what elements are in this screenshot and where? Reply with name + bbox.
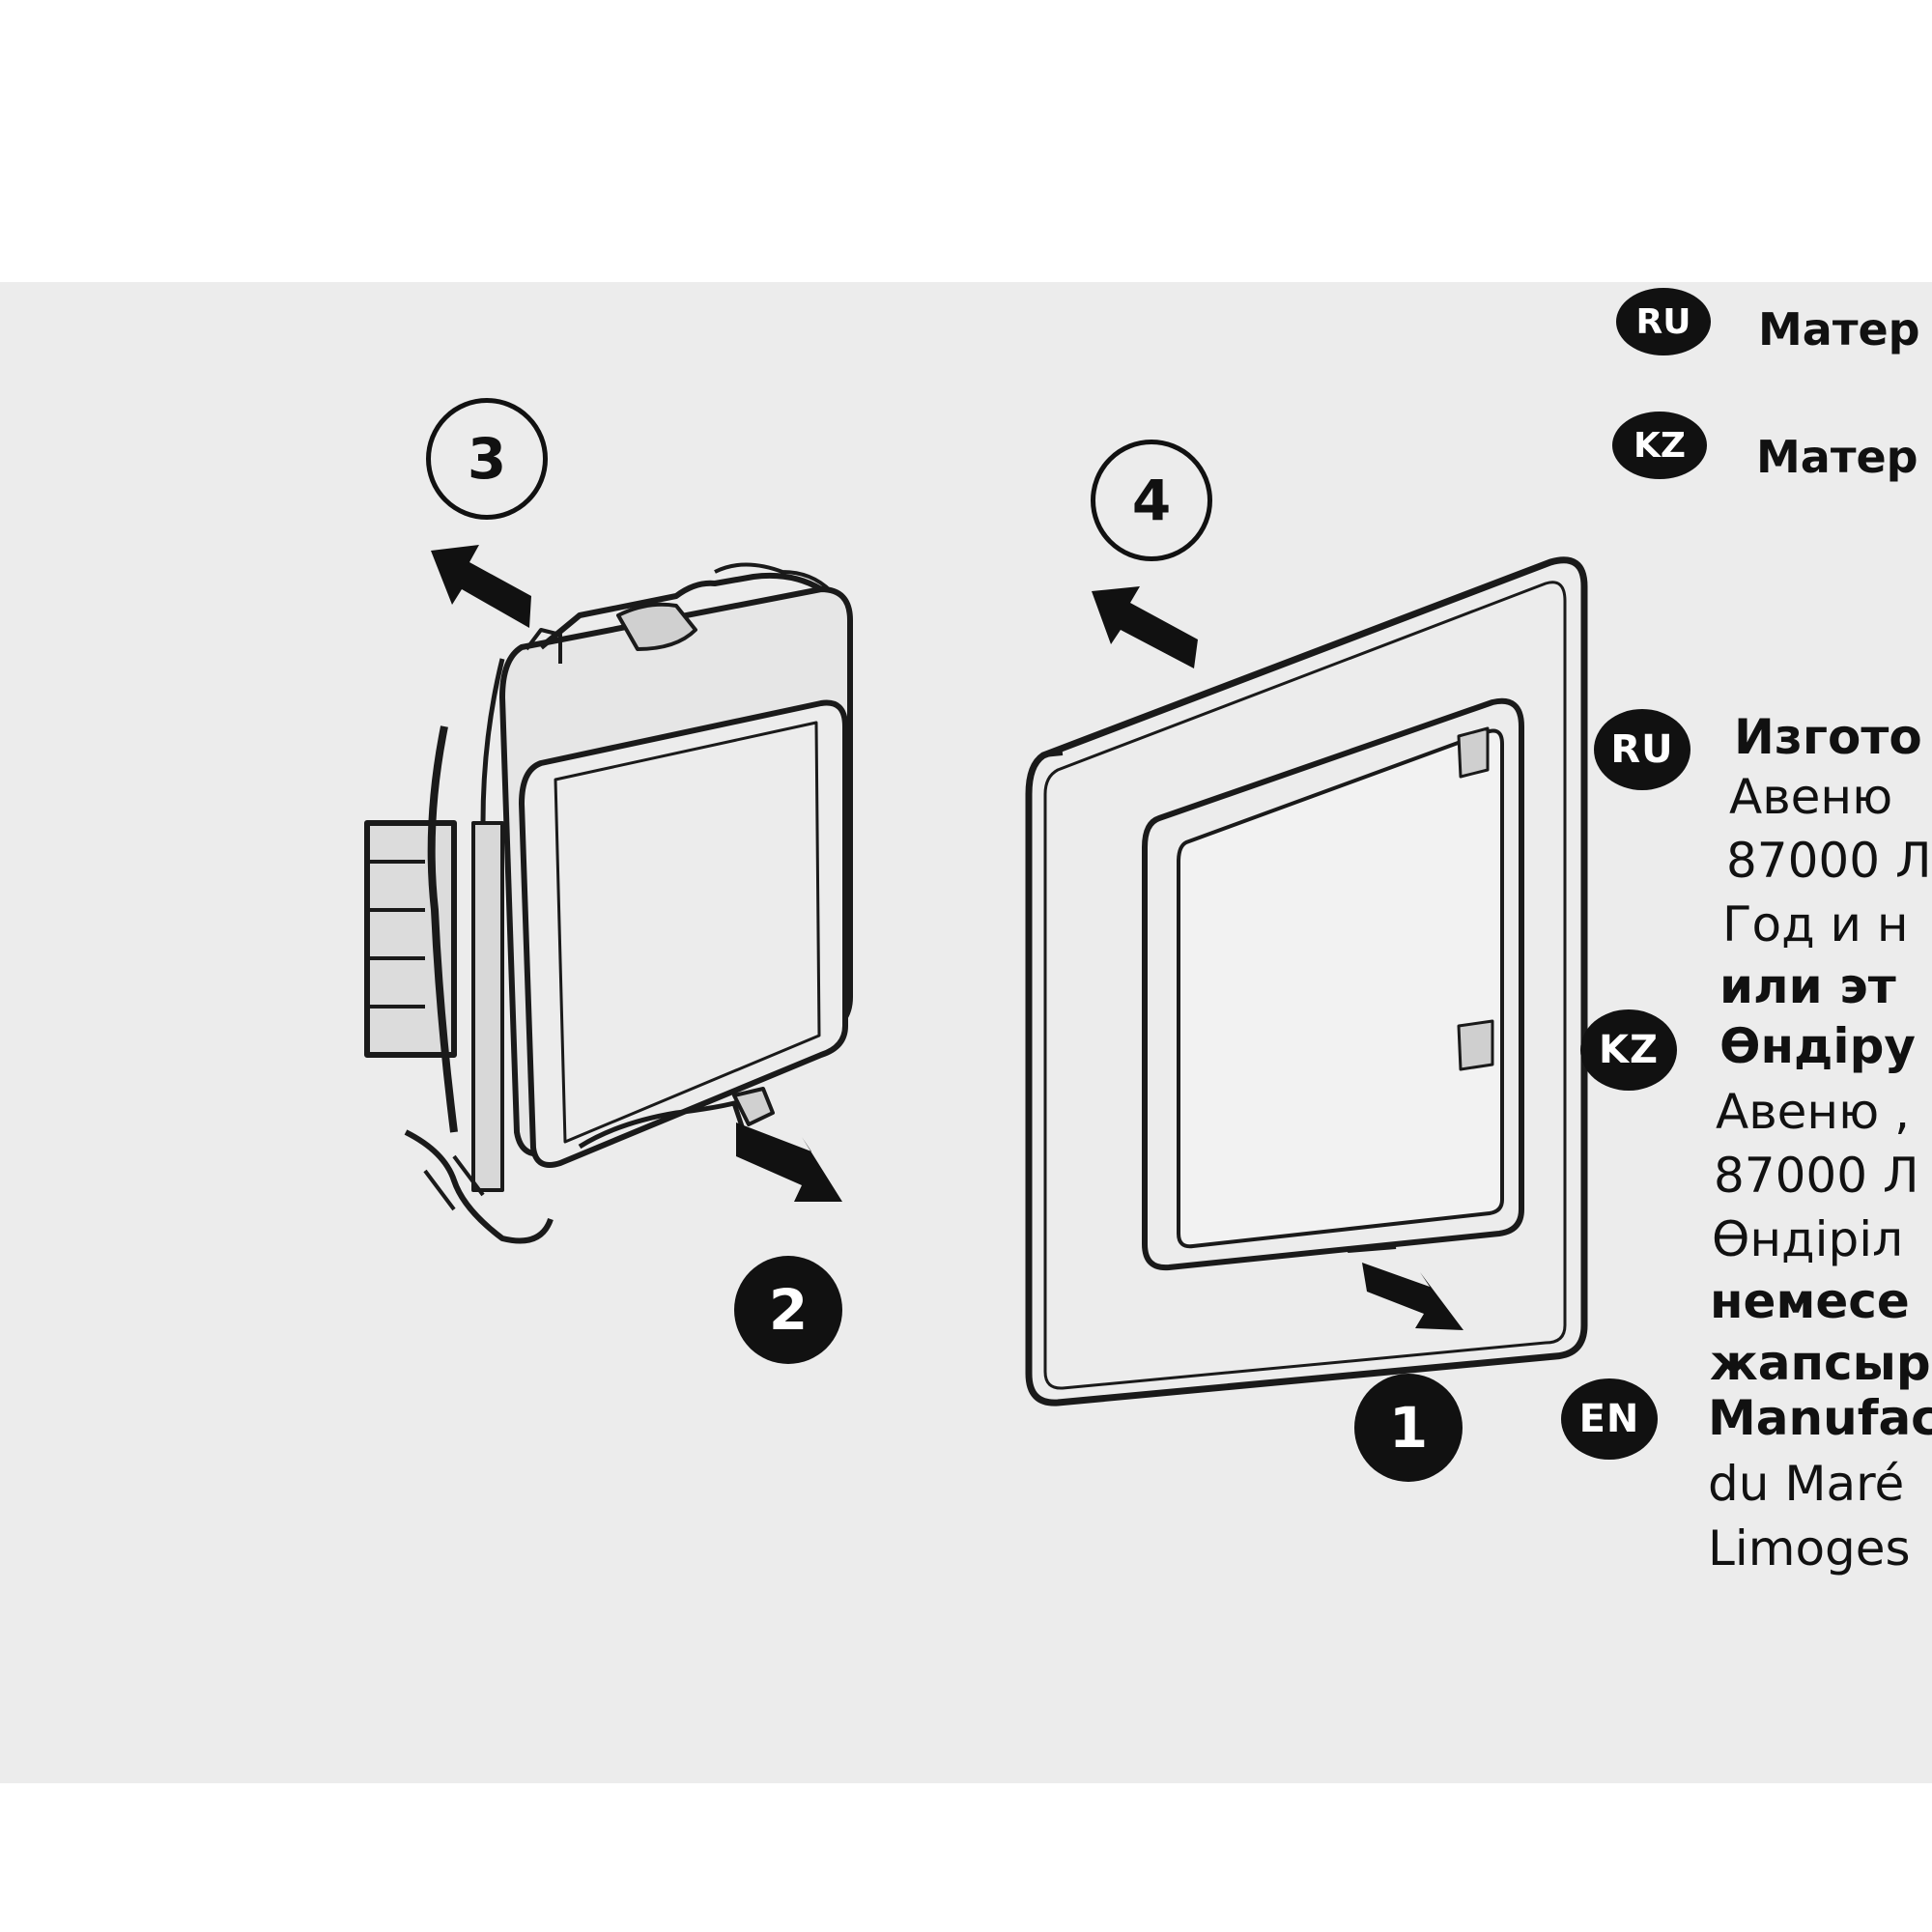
kz-top-text: Матер: [1756, 431, 1918, 483]
step-2-marker: 2: [734, 1256, 842, 1364]
kz-line-6: жапсыр: [1710, 1335, 1931, 1391]
ru-line-1: Изгото: [1734, 709, 1922, 765]
ru-line-4: Год и н: [1722, 896, 1909, 952]
instruction-sheet: 3 4 2 1 RU Матер KZ Матер RU Изгото Авен…: [0, 282, 1932, 1783]
en-line-2: du Maré: [1708, 1456, 1905, 1512]
en-line-3: Limoges: [1708, 1520, 1911, 1577]
ru-line-2: Авеню: [1729, 769, 1893, 825]
ru-line-5: или эт: [1719, 958, 1896, 1014]
lang-badge-ru-top: RU: [1616, 288, 1711, 355]
lang-badge-ru: RU: [1594, 709, 1690, 790]
kz-line-5: немесе: [1710, 1273, 1910, 1329]
lang-badge-en: EN: [1561, 1378, 1658, 1460]
step-1-marker: 1: [1354, 1374, 1463, 1482]
en-line-1: Manufac: [1708, 1390, 1932, 1446]
kz-line-1: Өндіру: [1719, 1018, 1916, 1074]
assembly-illustration: [364, 545, 1588, 1406]
arrow-icon: [431, 545, 1463, 1330]
step-3-marker: 3: [426, 398, 548, 520]
kz-line-2: Авеню ,: [1716, 1084, 1911, 1140]
switch-frame-illustration: [1025, 556, 1588, 1406]
ru-line-3: 87000 Л: [1726, 833, 1932, 889]
ru-top-text: Матер: [1758, 303, 1920, 355]
step-4-marker: 4: [1091, 440, 1212, 561]
kz-line-3: 87000 Л: [1714, 1148, 1919, 1204]
kz-line-4: Өндіріл: [1712, 1211, 1904, 1267]
lang-badge-kz: KZ: [1580, 1009, 1677, 1091]
lang-badge-kz-top: KZ: [1612, 412, 1707, 479]
switch-mechanism-illustration: [364, 562, 853, 1244]
